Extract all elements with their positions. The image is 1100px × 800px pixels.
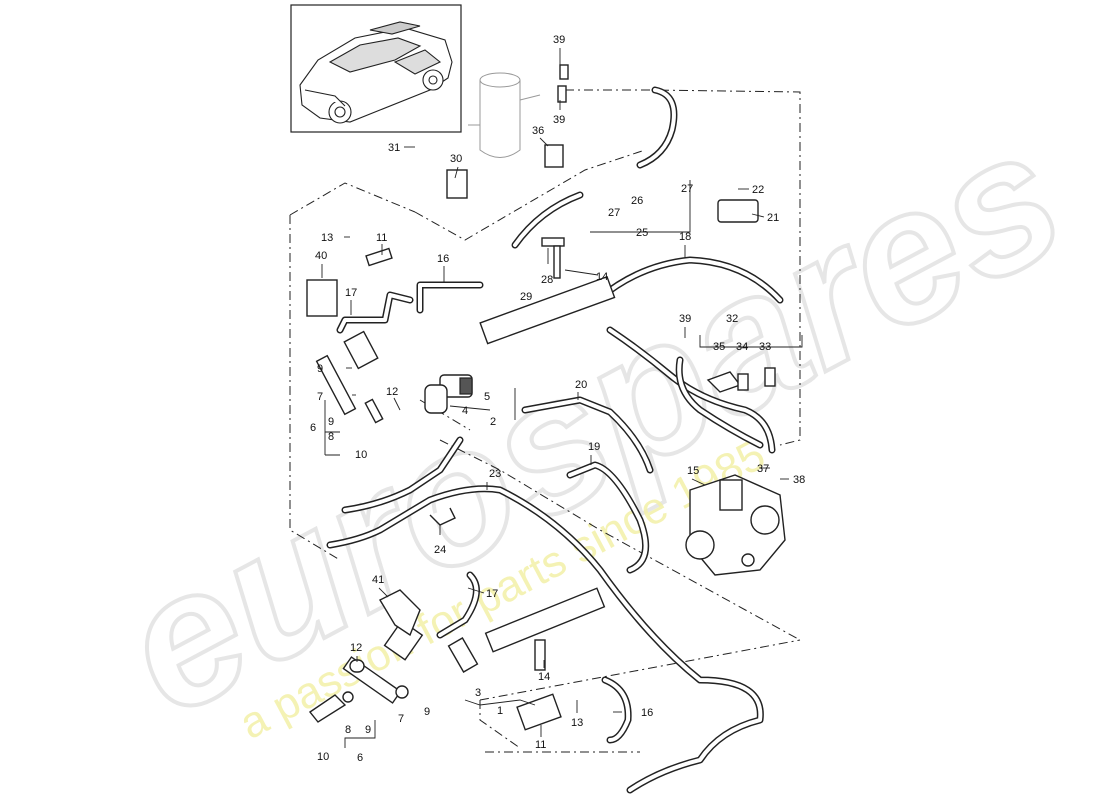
callout-25: 25 [636,227,648,239]
callout-9: 9 [424,706,430,718]
callout-39: 39 [679,313,691,325]
lower-injector [308,589,424,723]
callout-33: 33 [759,341,771,353]
vehicle-icon [299,21,453,124]
watermark: eurospares a passion for parts since 198… [88,86,1096,758]
callout-11: 11 [376,232,387,244]
callout-7: 7 [398,713,404,725]
callout-32: 32 [726,313,738,325]
callout-1: 1 [497,705,503,717]
callout-37: 37 [757,463,769,475]
callout-17: 17 [345,287,357,299]
upper-fuel-rail [424,275,616,414]
callout-11: 11 [535,739,546,751]
watermark-logo: eurospares [90,88,1094,756]
callout-31: 31 [388,142,400,154]
callout-6: 6 [310,422,316,434]
callout-29: 29 [520,291,532,303]
callout-27: 27 [681,183,693,195]
upper-parts [306,64,759,317]
callout-21: 21 [767,212,779,224]
high-pressure-pump [685,474,786,576]
callout-9: 9 [365,724,371,736]
callout-34: 34 [736,341,748,353]
callout-26: 26 [631,195,643,207]
lower-fuel-rail [447,587,606,731]
callout-16: 16 [437,253,449,265]
bracket-lines [324,180,803,748]
fuel-lines [326,86,784,794]
callout-35: 35 [713,341,725,353]
callout-8: 8 [328,431,334,443]
callout-41: 41 [372,574,384,586]
callout-23: 23 [489,468,501,480]
callout-12: 12 [350,642,362,654]
callout-12: 12 [386,386,398,398]
vehicle-inset [290,4,462,133]
leader-lines [321,48,789,737]
callout-22: 22 [752,184,764,196]
callout-10: 10 [317,751,329,763]
callout-10: 10 [355,449,367,461]
callout-30: 30 [450,153,462,165]
callout-9: 9 [317,363,323,375]
callout-4: 4 [462,405,468,417]
callout-19: 19 [588,441,600,453]
callout-24: 24 [434,544,446,556]
boundary-lines [289,89,801,753]
callout-2: 2 [490,416,496,428]
callout-38: 38 [793,474,805,486]
callout-36: 36 [532,125,544,137]
callout-39: 39 [553,34,565,46]
callout-labels: 39 39 31 30 36 27 26 27 25 22 21 13 11 4… [310,34,805,764]
callout-28: 28 [541,274,553,286]
callout-8: 8 [345,724,351,736]
callout-40: 40 [315,250,327,262]
callout-20: 20 [575,379,587,391]
callout-18: 18 [679,231,691,243]
callout-6: 6 [357,752,363,764]
upper-injector [315,330,384,424]
callout-3: 3 [475,687,481,699]
fuel-filter-ghost [468,72,541,158]
callout-16: 16 [641,707,653,719]
callout-39: 39 [553,114,565,126]
callout-17: 17 [486,588,498,600]
clamps [429,367,776,526]
callout-27: 27 [608,207,620,219]
callout-15: 15 [687,465,699,477]
callout-14: 14 [596,271,608,283]
callout-13: 13 [321,232,333,244]
callout-13: 13 [571,717,583,729]
callout-7: 7 [317,391,323,403]
callout-14: 14 [538,671,550,683]
callout-5: 5 [484,391,490,403]
callout-9: 9 [328,416,334,428]
